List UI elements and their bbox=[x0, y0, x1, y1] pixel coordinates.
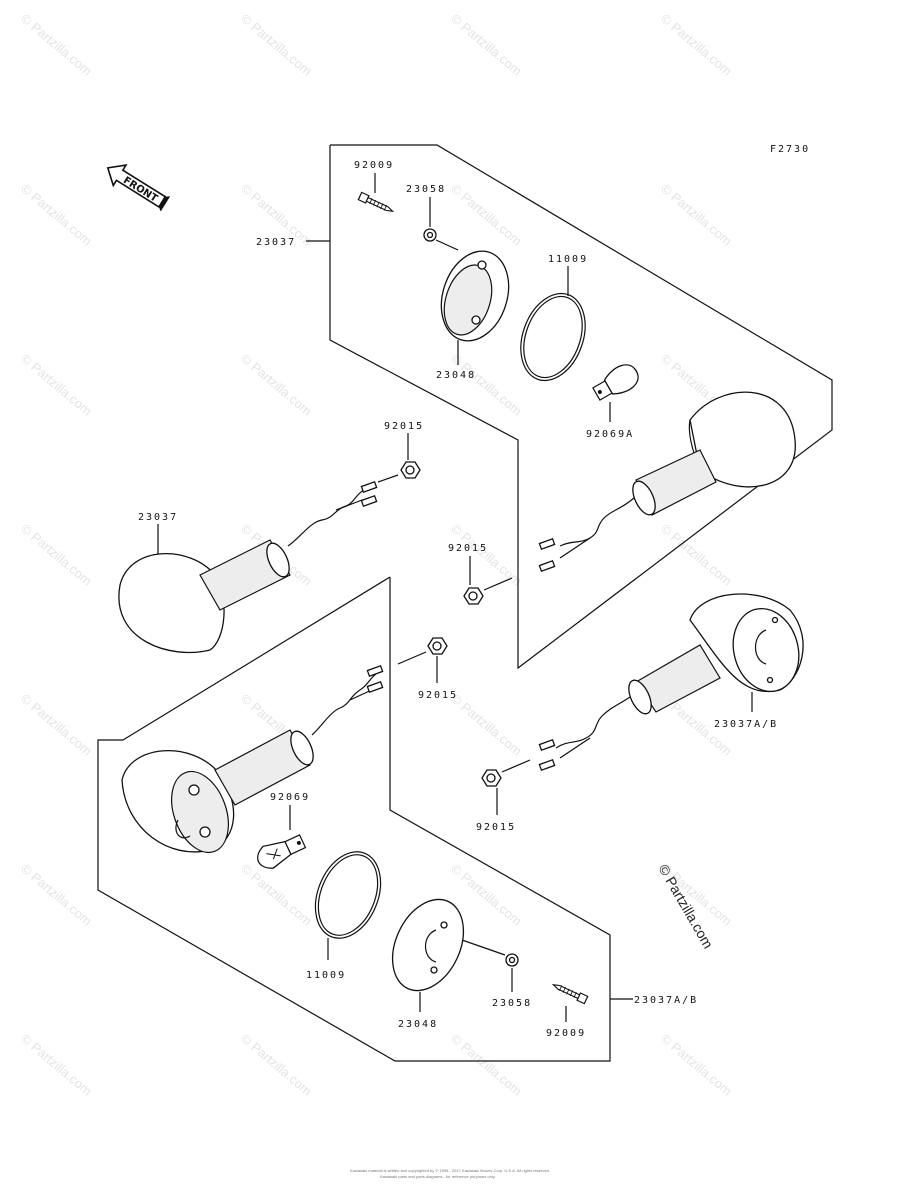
label-bottom-assy: 23037A/B bbox=[634, 995, 698, 1006]
label-nut-b: 92015 bbox=[448, 543, 488, 554]
hex-nut-icon bbox=[400, 461, 421, 479]
watermark: © Partzilla.com bbox=[18, 181, 95, 249]
top-assembly-frame bbox=[329, 144, 833, 670]
label-bottom-screw: 92009 bbox=[546, 1028, 586, 1039]
axis-line bbox=[397, 651, 427, 665]
label-nut-c: 92015 bbox=[418, 690, 458, 701]
watermark: © Partzilla.com bbox=[18, 691, 95, 759]
figure-code: F2730 bbox=[770, 144, 810, 155]
hex-nut-icon bbox=[481, 769, 502, 787]
watermark: © Partzilla.com bbox=[238, 11, 315, 79]
o-ring-icon bbox=[314, 851, 382, 939]
axis-line bbox=[483, 577, 513, 591]
watermark: © Partzilla.com bbox=[658, 521, 735, 589]
watermark: © Partzilla.com bbox=[18, 1031, 95, 1099]
footer-line-1: Kawasaki material is written and copyrig… bbox=[350, 1168, 550, 1173]
o-ring-inner bbox=[317, 854, 379, 936]
label-top-washer: 23058 bbox=[406, 184, 446, 195]
screw-icon bbox=[551, 984, 589, 1005]
washer-hole bbox=[508, 956, 516, 964]
lens-housing-icon bbox=[440, 250, 510, 342]
axis-line bbox=[435, 239, 459, 251]
hex-nut-icon bbox=[427, 637, 448, 655]
watermark: © Partzilla.com bbox=[448, 691, 525, 759]
label-top-bulb: 92069A bbox=[586, 429, 634, 440]
label-top-screw: 92009 bbox=[354, 160, 394, 171]
turn-signal-icon bbox=[538, 391, 796, 573]
label-left-assy: 23037 bbox=[138, 512, 178, 523]
lens-housing-icon bbox=[391, 898, 465, 992]
watermark: © Partzilla.com bbox=[18, 351, 95, 419]
axis-line bbox=[377, 474, 399, 483]
watermark: © Partzilla.com bbox=[658, 11, 735, 79]
watermark: © Partzilla.com bbox=[238, 1031, 315, 1099]
watermark: © Partzilla.com bbox=[448, 1031, 525, 1099]
screw-icon bbox=[357, 191, 395, 212]
label-bottom-washer: 23058 bbox=[492, 998, 532, 1009]
watermark: © Partzilla.com bbox=[18, 861, 95, 929]
washer-hole bbox=[426, 231, 434, 239]
watermark: © Partzilla.com bbox=[658, 1031, 735, 1099]
label-right-assy: 23037A/B bbox=[714, 719, 778, 730]
watermark: © Partzilla.com bbox=[238, 861, 315, 929]
label-bottom-ring: 11009 bbox=[306, 970, 346, 981]
o-ring-icon bbox=[520, 292, 586, 382]
axis-line bbox=[461, 939, 506, 956]
hex-nut-icon bbox=[463, 587, 484, 605]
bottom-assembly-frame bbox=[97, 576, 611, 1062]
front-arrow-icon: FRONT bbox=[106, 164, 171, 212]
watermark: © Partzilla.com bbox=[658, 181, 735, 249]
label-top-housing: 23048 bbox=[436, 370, 476, 381]
footer-line-2: Kawasaki parts and parts diagrams - for … bbox=[380, 1174, 496, 1179]
axis-line bbox=[501, 759, 531, 773]
watermark: © Partzilla.com bbox=[18, 11, 95, 79]
watermark: © Partzilla.com bbox=[448, 521, 525, 589]
label-nut-a: 92015 bbox=[384, 421, 424, 432]
label-bottom-housing: 23048 bbox=[398, 1019, 438, 1030]
watermark: © Partzilla.com bbox=[448, 11, 525, 79]
label-top-assy: 23037 bbox=[256, 237, 296, 248]
watermark: © Partzilla.com bbox=[18, 521, 95, 589]
o-ring-inner bbox=[523, 295, 583, 379]
label-bottom-bulb: 92069 bbox=[270, 792, 310, 803]
turn-signal-icon bbox=[118, 480, 378, 654]
bulb-icon bbox=[257, 834, 307, 869]
label-top-ring: 11009 bbox=[548, 254, 588, 265]
turn-signal-icon bbox=[121, 664, 384, 854]
turn-signal-icon bbox=[538, 593, 804, 772]
bulb-icon bbox=[592, 364, 639, 401]
label-nut-d: 92015 bbox=[476, 822, 516, 833]
watermark: © Partzilla.com bbox=[238, 351, 315, 419]
